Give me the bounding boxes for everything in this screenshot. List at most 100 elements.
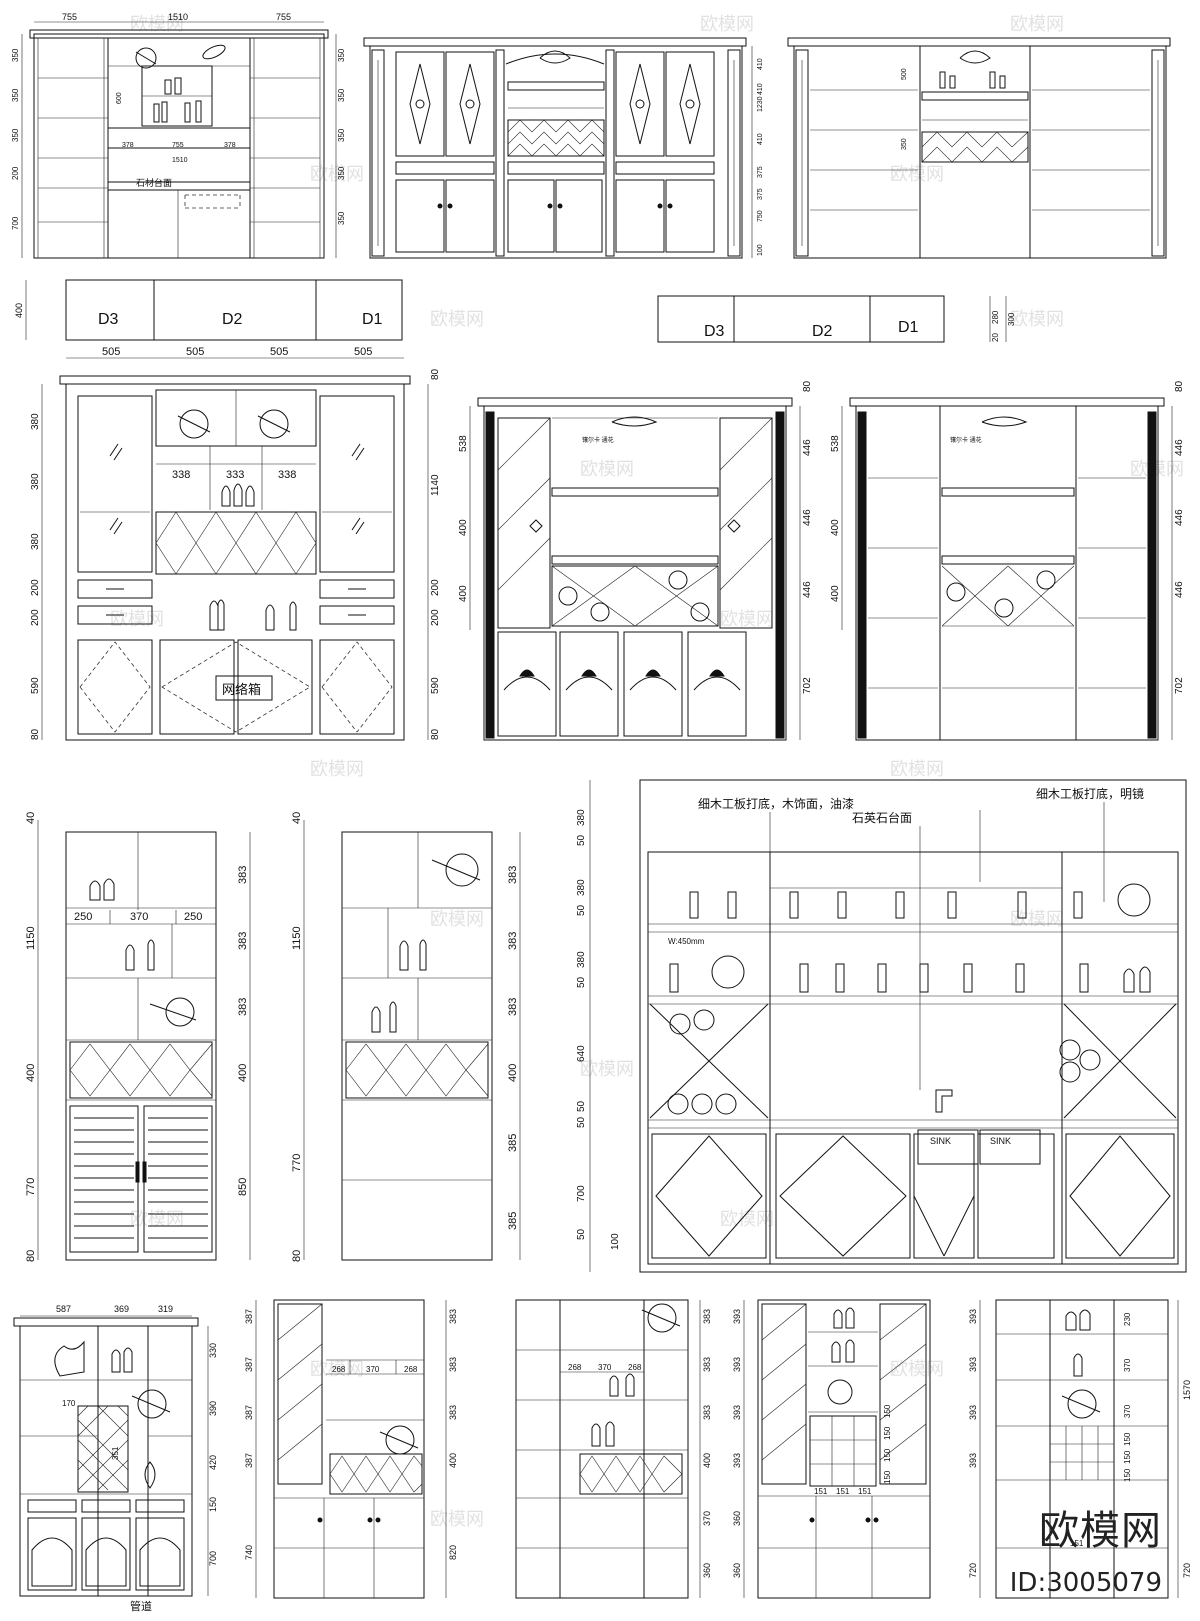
dim-left: 50 [576, 904, 587, 916]
dim-left: 200 [30, 579, 41, 596]
elevation-panel-3: 500 350 [787, 37, 1171, 259]
ornament-note: 镶尔卡 通花 [950, 436, 982, 444]
dim-right: 446 [1174, 581, 1185, 598]
dim-left: 80 [25, 1250, 37, 1262]
dim-right: 383 [448, 1309, 458, 1324]
dim-right: 360 [702, 1563, 712, 1578]
dim-left: 200 [30, 609, 41, 626]
dim-top: 755 [276, 12, 291, 22]
dim-right: 80 [430, 728, 441, 740]
dim-inner: 351 [111, 1446, 120, 1460]
elevation-panel-1: 755 1510 755 350 350 350 200 700 350 350… [11, 12, 346, 259]
dim-right: 702 [802, 677, 813, 694]
dim-right: 350 [337, 48, 346, 62]
dim-inner: 378 [224, 142, 236, 149]
wine-rack-icon [135, 47, 157, 69]
elevation-panel-7: 250 370 250 40 1150 400 770 80 383 383 3… [25, 812, 251, 1262]
frame-outline [639, 779, 1187, 1273]
sink-label: SINK [930, 1136, 951, 1146]
counter-label: 石材台面 [136, 177, 172, 188]
dim-right: 383 [702, 1405, 712, 1420]
watermark-text: 欧模网 [700, 14, 754, 34]
dim-inner: 268 [332, 1365, 346, 1374]
dim-right: 383 [448, 1357, 458, 1372]
dim-right: 400 [702, 1453, 712, 1468]
elevation-panel-12: 268 370 268 383 383 383 400 370 360 [515, 1299, 712, 1599]
dim-left: 380 [30, 533, 41, 550]
dim-right: 350 [337, 211, 346, 225]
dim-inner: 250 [184, 911, 202, 923]
watermark-text: 欧模网 [890, 759, 944, 779]
elevation-panel-10: 587 369 319 170 351 330 390 420 150 700 … [13, 1304, 218, 1613]
cabinet-outline [483, 405, 787, 741]
dim-inner: 755 [172, 142, 184, 149]
dim-left: 200 [11, 166, 20, 180]
side-shelves [868, 477, 1146, 689]
dim-right: 1230 [757, 96, 764, 112]
dim-inner: 150 [883, 1404, 892, 1418]
dim-right: 410 [757, 133, 764, 145]
dim-left: 40 [291, 812, 303, 824]
dim-left: 360 [732, 1511, 742, 1526]
elevation-panel-5: 镶尔卡 通花 538 400 400 80 446 446 446 702 [458, 380, 813, 741]
dim-right: 383 [237, 932, 249, 950]
dim-left: 380 [30, 413, 41, 430]
dim-left: 350 [11, 128, 20, 142]
dim-right: 400 [237, 1064, 249, 1082]
dim-left: 400 [25, 1064, 37, 1082]
network-box-label: 网络箱 [222, 682, 261, 697]
dim-right: 720 [1182, 1563, 1192, 1578]
dim-shelf: 600 [116, 92, 123, 104]
x-racks [649, 1003, 1177, 1119]
dim-left: 390 [208, 1401, 218, 1416]
elevation-panel-13: 150 150 150 150 151 151 151 393 393 393 … [732, 1299, 931, 1599]
watermark-text: 欧模网 [130, 14, 184, 34]
dim-left: 393 [732, 1453, 742, 1468]
crown-moulding [363, 37, 747, 47]
elevation-panel-6: 镶尔卡 通花 538 400 400 80 446 446 446 702 [830, 380, 1185, 741]
dim-right: 383 [507, 866, 519, 884]
elevation-panel-4: 网络箱 505 505 505 505 380 380 380 200 200 … [30, 346, 441, 741]
cabinet-outline [19, 1325, 193, 1597]
wine-rack-icon [1067, 1389, 1097, 1419]
wine-rack-icon [137, 1389, 167, 1419]
dim-right: 150 [1123, 1468, 1132, 1482]
watermark-text: 欧模网 [1010, 309, 1064, 329]
center-niche [107, 44, 251, 258]
side-shelves [810, 89, 1150, 211]
dim-inner: 150 [883, 1470, 892, 1484]
cabinet-outline [855, 405, 1159, 741]
dim-left: 387 [244, 1357, 254, 1372]
watermark-text: 欧模网 [430, 309, 484, 329]
dim-right: 80 [430, 368, 441, 380]
cabinet-outline [33, 33, 325, 259]
dim-left: 380 [576, 809, 587, 826]
ornament-icon [981, 416, 1028, 427]
plan-depth: 20 [991, 333, 1000, 342]
dim-top: 505 [270, 346, 288, 358]
center-rack: 镶尔卡 通花 [551, 416, 719, 627]
dim-inner: 150 [883, 1426, 892, 1440]
dim-left: 350 [11, 88, 20, 102]
dim-right: 820 [448, 1545, 458, 1560]
dim-left: 350 [11, 48, 20, 62]
wine-rack-icon [445, 853, 479, 887]
dim-left: 393 [732, 1405, 742, 1420]
dim-left: 393 [732, 1309, 742, 1324]
watermark-text: 欧模网 [430, 909, 484, 929]
dim-inner: 333 [226, 469, 244, 481]
dim-inner: 338 [278, 469, 296, 481]
dim-right: 375 [757, 188, 764, 200]
dim-left: 50 [576, 1100, 587, 1112]
wine-rack-icon [165, 997, 195, 1027]
plan-view-2: D3 D2 D1 20 280 300 [657, 295, 1016, 343]
dim-top: 587 [56, 1304, 71, 1314]
plan-label: D2 [812, 323, 833, 340]
dim-left: 538 [458, 435, 469, 452]
dim-right: 702 [1174, 677, 1185, 694]
cabinet-outline [369, 45, 743, 259]
dim-right: 350 [337, 88, 346, 102]
dim-left: 50 [576, 976, 587, 988]
